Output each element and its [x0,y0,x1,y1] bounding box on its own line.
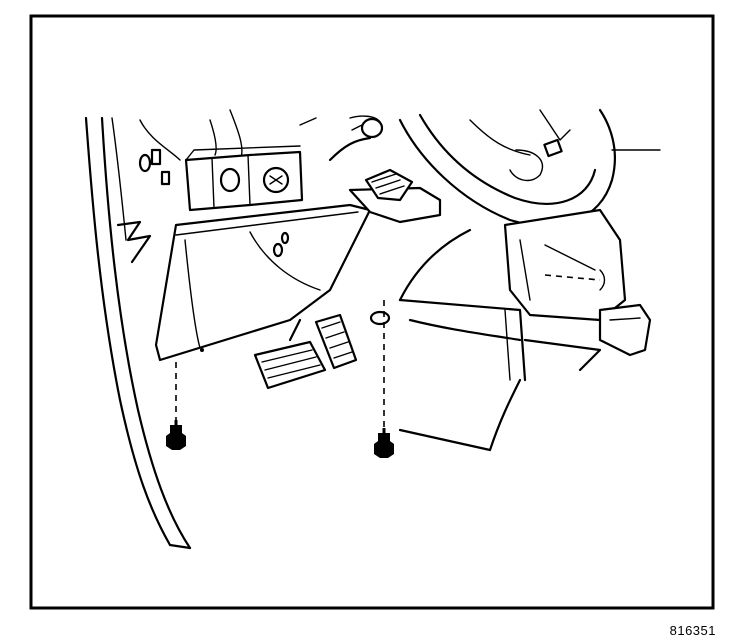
cutaway-mark [116,220,152,264]
brake-pedal [253,318,327,390]
knee-bolster-panel [154,203,372,362]
switch-assembly [184,145,304,212]
door-pillar [84,116,192,550]
bolt-left [166,362,186,450]
figure-frame [29,14,715,610]
figure-id-label: 816351 [669,623,716,638]
upper-bracket [348,168,442,224]
bolt-right [374,300,394,458]
steering-column [503,208,652,357]
accelerator-pedal [314,313,358,370]
lower-duct [369,228,602,452]
